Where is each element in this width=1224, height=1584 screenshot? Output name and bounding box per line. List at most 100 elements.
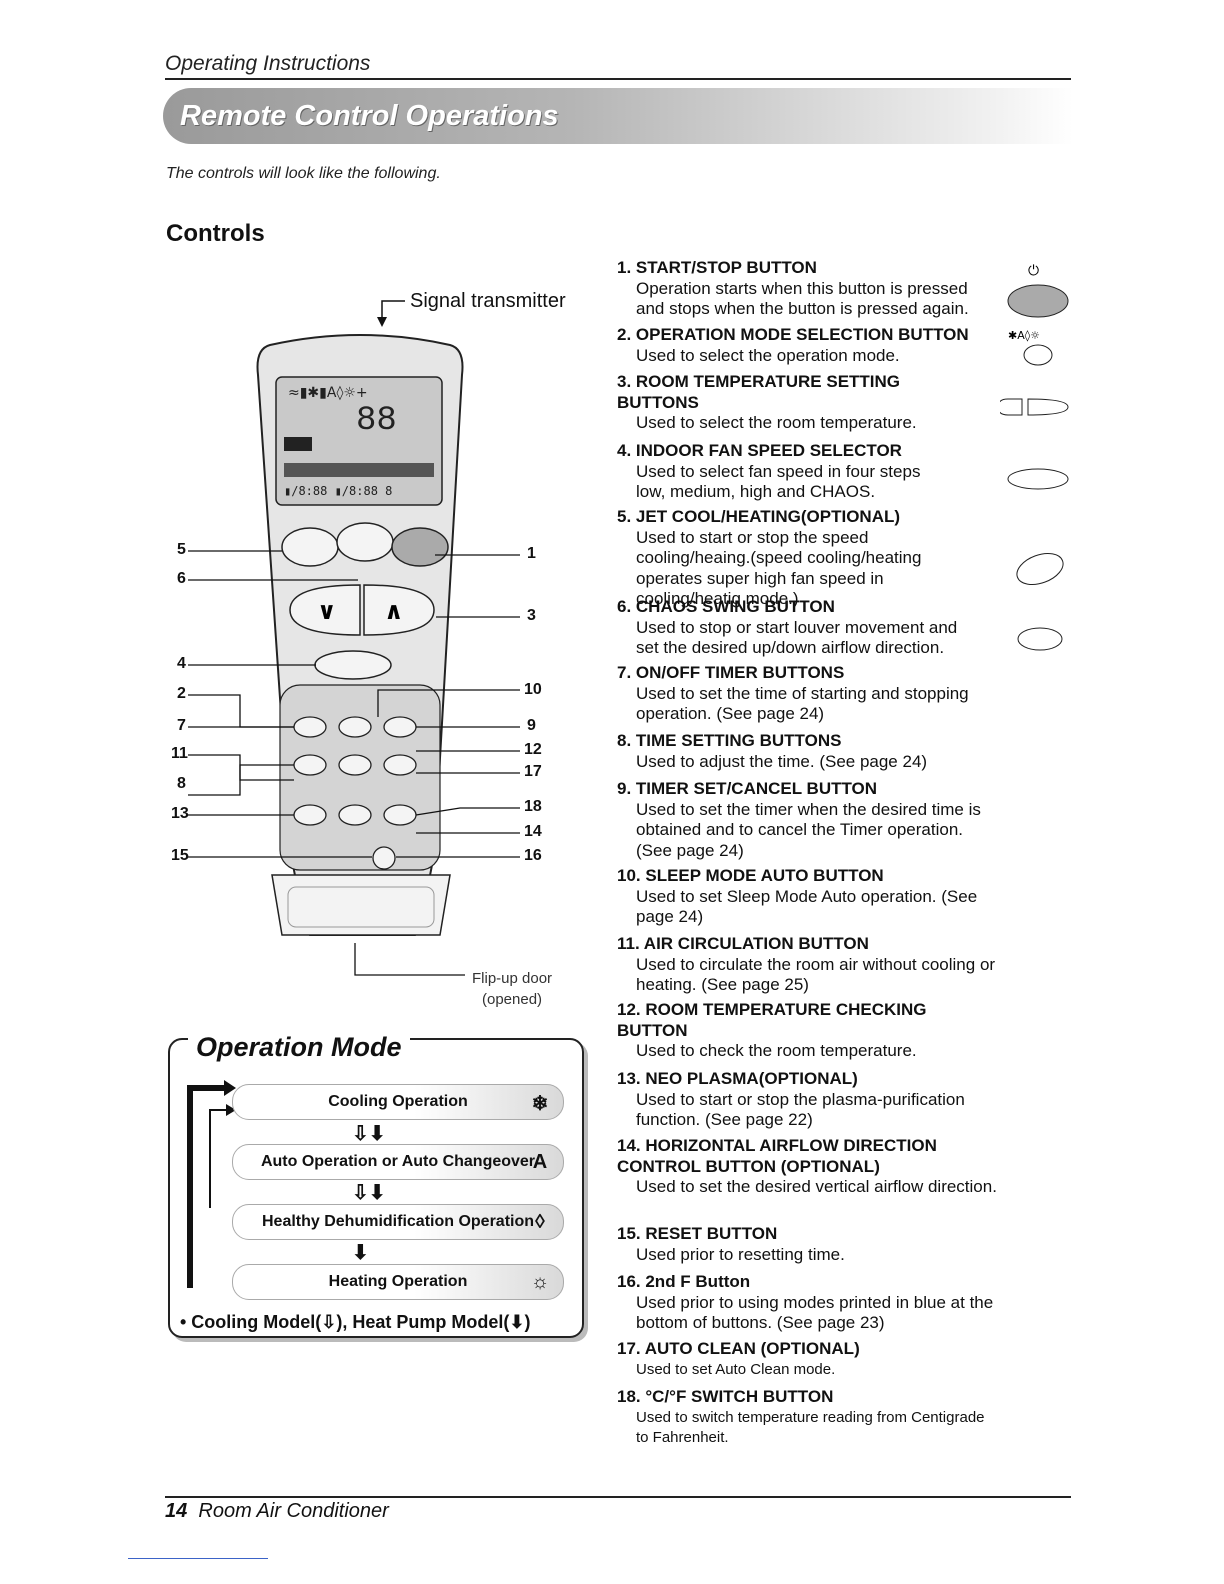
mode-icon: ✱A◊☼ xyxy=(1008,329,1040,342)
control-item: 18. °C/°F SWITCH BUTTON Used to switch te… xyxy=(617,1387,997,1449)
control-item-description: Used to set Sleep Mode Auto operation. (… xyxy=(636,886,978,927)
mode-arrow-3: ⬇ xyxy=(352,1242,369,1264)
callout-11: 11 xyxy=(171,745,188,762)
callout-6: 6 xyxy=(177,570,186,587)
flip-up-door-label: Flip-up door (opened) xyxy=(472,968,552,1010)
control-item-description: Used to set the time of starting and sto… xyxy=(636,683,969,724)
control-item-title: 2. OPERATION MODE SELECTION BUTTON xyxy=(617,325,969,344)
callout-4: 4 xyxy=(177,655,186,672)
control-item-title: 13. NEO PLASMA(OPTIONAL) xyxy=(617,1069,858,1088)
control-item-title: 7. ON/OFF TIMER BUTTONS xyxy=(617,663,845,682)
control-item-title: 15. RESET BUTTON xyxy=(617,1224,778,1243)
control-item-description: Used to set Auto Clean mode. xyxy=(636,1360,836,1378)
power-icon: ⏻ xyxy=(1028,263,1039,279)
mode-arrow-1: ⇩⬇ xyxy=(352,1123,386,1145)
title-banner xyxy=(163,88,1073,144)
svg-text:▮/8:88 ▮/8:88 8: ▮/8:88 ▮/8:88 8 xyxy=(284,484,392,498)
jet-cool-button-icon xyxy=(1016,552,1064,586)
callout-3: 3 xyxy=(527,607,536,624)
svg-text:∨: ∨ xyxy=(317,597,337,625)
control-item-description: Used to circulate the room air without c… xyxy=(636,954,996,995)
mode-heating: Heating Operation ☼ xyxy=(232,1264,564,1300)
flip-door-line1: Flip-up door xyxy=(472,970,553,987)
chaos-swing-button-icon xyxy=(1017,627,1063,651)
callout-15: 15 xyxy=(171,847,189,864)
mode-heating-label: Heating Operation xyxy=(328,1273,468,1290)
operation-mode-title: Operation Mode xyxy=(188,1032,410,1063)
control-item-title: 14. HORIZONTAL AIRFLOW DIRECTION CONTROL… xyxy=(617,1136,937,1176)
remote-control-illustration: 88 ≈▮✱▮A◊☼+ ▮/8:88 ▮/8:88 8 ∨ ∧ xyxy=(188,300,520,976)
page-number: 14 xyxy=(165,1500,188,1522)
control-item-description: Used to start or stop the speed cooling/… xyxy=(636,527,922,609)
bottom-rule xyxy=(165,1496,1071,1498)
control-item-description: Used prior to using modes printed in blu… xyxy=(636,1292,994,1333)
snowflake-icon: ❄ xyxy=(531,1093,549,1115)
control-item-description: Used to set the desired vertical airflow… xyxy=(636,1177,997,1196)
sun-icon: ☼ xyxy=(530,1271,550,1293)
control-item-title: 18. °C/°F SWITCH BUTTON xyxy=(617,1387,834,1406)
section-header: Operating Instructions xyxy=(165,52,371,75)
auto-a-icon: A xyxy=(532,1151,548,1173)
callout-17: 17 xyxy=(524,763,542,780)
control-item-description: Used to start or stop the plasma-purific… xyxy=(636,1089,965,1130)
control-item-description: Used to stop or start louver movement an… xyxy=(636,617,958,658)
svg-text:88: 88 xyxy=(356,402,397,440)
mode-auto-label: Auto Operation or Auto Changeover xyxy=(260,1153,536,1170)
callout-13: 13 xyxy=(171,805,189,822)
svg-text:≈▮✱▮A◊☼+: ≈▮✱▮A◊☼+ xyxy=(288,385,368,401)
mode-dehumidify-label: Healthy Dehumidification Operation xyxy=(261,1213,535,1230)
mode-cooling-label: Cooling Operation xyxy=(328,1093,468,1110)
control-item-description: Used to switch temperature reading from … xyxy=(636,1408,985,1447)
mode-arrow-2: ⇩⬇ xyxy=(352,1182,386,1204)
callout-7: 7 xyxy=(177,717,186,734)
footer-title: Room Air Conditioner xyxy=(198,1500,389,1522)
callout-8: 8 xyxy=(177,775,186,792)
control-item-title: 17. AUTO CLEAN (OPTIONAL) xyxy=(617,1339,860,1358)
control-item-description: Used to set the timer when the desired t… xyxy=(636,799,981,860)
control-item-title: 8. TIME SETTING BUTTONS xyxy=(617,731,842,750)
control-item-title: 4. INDOOR FAN SPEED SELECTOR xyxy=(617,441,902,460)
page-title: Remote Control Operations xyxy=(180,100,559,132)
mode-dehumidify: Healthy Dehumidification Operation◊ xyxy=(232,1204,564,1240)
control-item-title: 10. SLEEP MODE AUTO BUTTON xyxy=(617,866,884,885)
callout-10: 10 xyxy=(524,681,542,698)
callout-9: 9 xyxy=(527,717,536,734)
callout-12: 12 xyxy=(524,741,542,758)
callout-18: 18 xyxy=(524,798,542,815)
control-item-description: Used to select fan speed in four steps l… xyxy=(636,461,921,502)
control-item-description: Used to adjust the time. (See page 24) xyxy=(636,751,928,771)
control-item-title: 12. ROOM TEMPERATURE CHECKING BUTTON xyxy=(617,1000,927,1040)
control-item-title: 5. JET COOL/HEATING(OPTIONAL) xyxy=(617,507,901,526)
control-item: 17. AUTO CLEAN (OPTIONAL) Used to set Aut… xyxy=(617,1339,997,1380)
mode-cooling: Cooling Operation ❄ xyxy=(232,1084,564,1120)
control-item-title: 3. ROOM TEMPERATURE SETTING BUTTONS xyxy=(617,372,901,412)
control-item: 13. NEO PLASMA(OPTIONAL)Used to start or… xyxy=(617,1069,997,1131)
callout-14: 14 xyxy=(524,823,542,840)
operation-mode-footnote: • Cooling Model(⇩), Heat Pump Model(⬇) xyxy=(180,1312,531,1332)
callout-2: 2 xyxy=(177,685,186,702)
fan-speed-button-icon xyxy=(1007,468,1069,490)
callout-1: 1 xyxy=(527,545,536,562)
control-item-title: 1. START/STOP BUTTON xyxy=(617,258,817,277)
control-item-title: 11. AIR CIRCULATION BUTTON xyxy=(617,934,869,953)
controls-heading: Controls xyxy=(166,220,265,247)
intro-text: The controls will look like the followin… xyxy=(166,165,441,182)
flip-door-line2: (opened) xyxy=(482,991,543,1008)
callout-5: 5 xyxy=(177,541,186,558)
control-item: 14. HORIZONTAL AIRFLOW DIRECTION CONTROL… xyxy=(617,1136,997,1198)
control-item-title: 16. 2nd F Button xyxy=(617,1272,751,1291)
start-stop-button-icon xyxy=(1007,284,1069,318)
control-item-description: Used prior to resetting time. xyxy=(636,1244,845,1264)
